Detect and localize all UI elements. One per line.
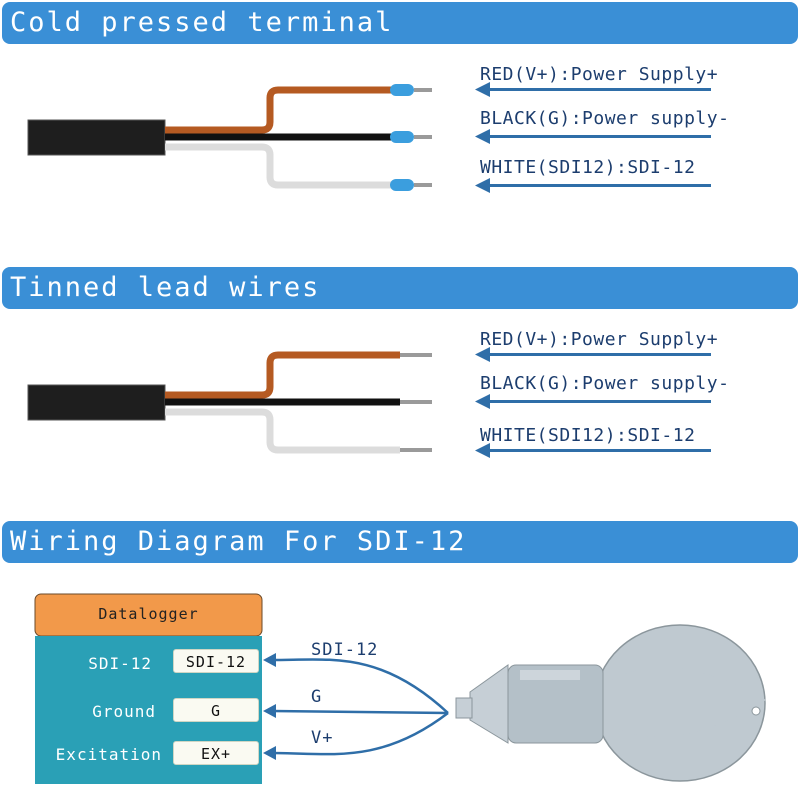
label-red-cold: RED(V+):Power Supply+ (480, 64, 719, 85)
tinned-end-red (400, 353, 432, 357)
row-label-excitation: Excitation (55, 745, 162, 764)
wire-white (165, 143, 395, 189)
sensor-illustration (455, 624, 766, 782)
terminal-ground: G (173, 698, 259, 722)
section-title-tinned: Tinned lead wires (2, 267, 798, 309)
terminal-sdi12: SDI-12 (173, 649, 259, 673)
ferrule-black (390, 131, 414, 143)
section-title-cold-pressed: Cold pressed terminal (2, 2, 798, 44)
arrow-red (475, 82, 711, 97)
row-label-sdi12: SDI-12 (88, 654, 152, 673)
ferrule-red (390, 84, 414, 96)
label-black-cold: BLACK(G):Power supply- (480, 108, 730, 129)
pin-red (414, 88, 432, 92)
wire-red (165, 351, 400, 399)
tinned-end-white (400, 448, 432, 452)
signal-arrowheads (263, 653, 276, 760)
pin-white (414, 183, 432, 187)
terminal-excitation: EX+ (173, 741, 259, 765)
signal-lines (271, 658, 449, 756)
signal-label-vplus: V+ (311, 728, 334, 748)
datalogger-title: Datalogger (98, 605, 199, 623)
tinned-wires-diagram (27, 347, 711, 458)
label-black-tinned: BLACK(G):Power supply- (480, 373, 730, 394)
arrow-white (475, 443, 711, 458)
arrow-black (475, 129, 711, 144)
ferrule-white (390, 179, 414, 191)
label-red-tinned: RED(V+):Power Supply+ (480, 329, 719, 350)
wire-red (165, 86, 395, 134)
pin-black (414, 135, 432, 139)
arrow-black (475, 394, 711, 409)
arrow-white (475, 178, 711, 193)
section-title-wiring: Wiring Diagram For SDI-12 (2, 521, 798, 563)
cable-jacket (27, 119, 166, 156)
signal-label-sdi12: SDI-12 (311, 640, 379, 660)
row-label-ground: Ground (92, 702, 156, 721)
cable-jacket (27, 384, 166, 421)
signal-label-g: G (311, 687, 323, 707)
sdi12-wiring-diagram (34, 593, 766, 784)
cold-pressed-wires-diagram (27, 82, 711, 193)
label-white-tinned: WHITE(SDI12):SDI-12 (480, 425, 696, 446)
wire-white (165, 408, 400, 454)
tinned-end-black (400, 400, 432, 404)
label-white-cold: WHITE(SDI12):SDI-12 (480, 157, 696, 178)
arrow-red (475, 347, 711, 362)
